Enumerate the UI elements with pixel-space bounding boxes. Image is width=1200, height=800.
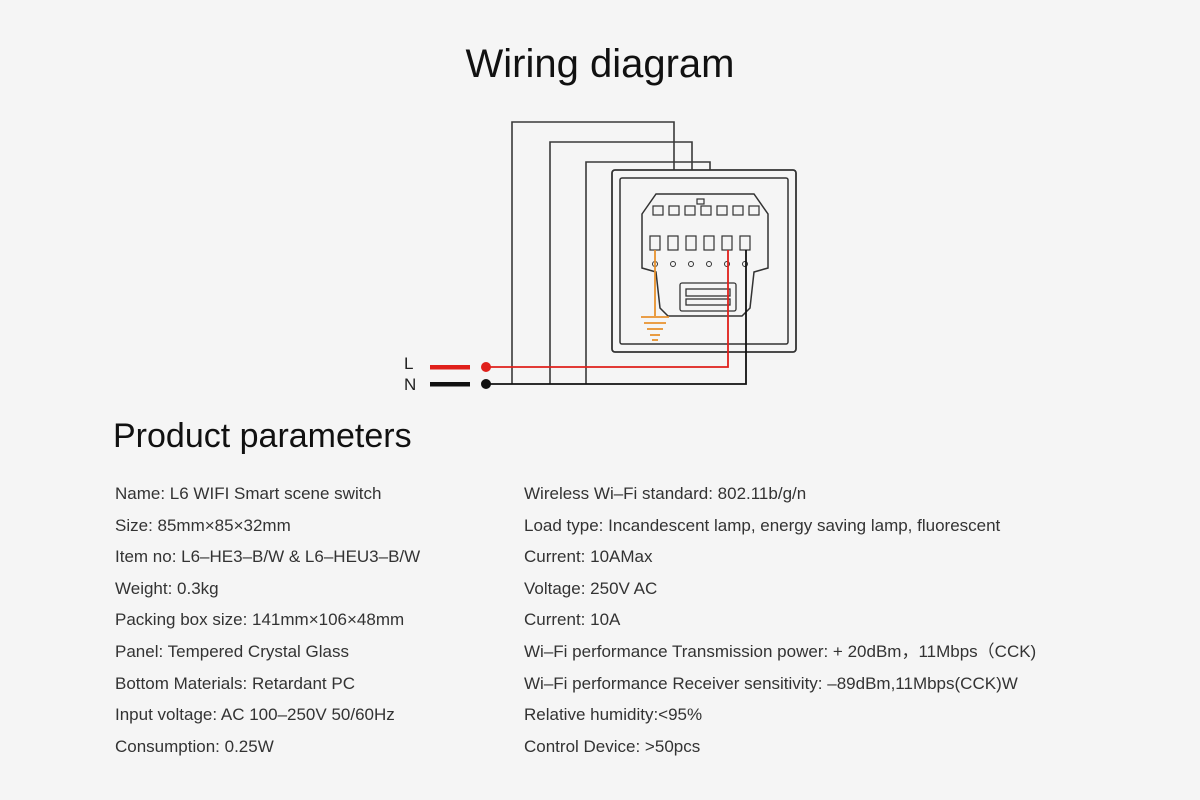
live-lead [430,365,470,370]
param-item: Wi–Fi performance Receiver sensitivity: … [524,673,1018,693]
line-label: L [404,354,414,373]
param-item: Relative humidity:<95% [524,705,703,725]
param-item: Name: L6 WIFI Smart scene switch [115,484,382,503]
connector-slot [685,288,731,297]
param-item: Control Device: >50pcs [524,736,701,756]
live-terminal-dot [481,362,491,372]
screw-slot [748,205,760,216]
terminal [667,235,679,251]
connector-slot [685,298,731,306]
screw-slot [716,205,728,216]
neutral-wire-path [486,250,747,385]
screw-slot [700,205,712,216]
terminal-dot [688,261,694,267]
param-item: Consumption: 0.25W [115,736,274,756]
param-item: Current: 10A [524,610,621,630]
params-right-list: Wireless Wi–Fi standard: 802.11b/g/n Loa… [524,480,1036,764]
neutral-lead [430,382,470,387]
neutral-wire [430,250,747,389]
terminal-dot [670,261,676,267]
live-wire-path [486,250,729,368]
params-left-list: Name: L6 WIFI Smart scene switch Size: 8… [115,480,420,764]
param-item: Wi–Fi performance Transmission power: + … [524,641,1037,661]
terminals [649,235,751,251]
neutral-label: N [404,375,417,394]
param-item: Input voltage: AC 100–250V 50/60Hz [115,705,395,725]
param-item: Weight: 0.3kg [115,578,219,598]
terminal-dot [706,261,712,267]
terminal [703,235,715,251]
screw-slot [652,205,664,216]
param-item: Wireless Wi–Fi standard: 802.11b/g/n [524,484,807,503]
terminal-dot [724,261,730,267]
screw-slots [652,198,760,216]
wiring-diagram [430,121,797,389]
terminal [739,235,751,251]
param-item: Packing box size: 141mm×106×48mm [115,610,405,630]
param-item: Panel: Tempered Crystal Glass [115,641,350,661]
terminal [685,235,697,251]
param-item: Current: 10AMax [524,547,653,567]
param-item: Load type: Incandescent lamp, energy sav… [524,515,1001,535]
neutral-terminal-dot [481,379,491,389]
switch-module [611,169,797,353]
terminal-dot [742,261,748,267]
connector [679,282,737,312]
screw-slot [732,205,744,216]
section-title: Product parameters [113,417,412,455]
param-item: Bottom Materials: Retardant PC [115,673,355,693]
earth-symbol [641,250,669,341]
terminal [649,235,661,251]
live-wire [430,250,729,372]
param-item: Item no: L6–HE3–B/W & L6–HEU3–B/W [115,547,421,567]
terminal [721,235,733,251]
param-item: Size: 85mm×85×32mm [115,515,291,535]
screw-slot [668,205,680,216]
screw-slot [684,205,696,216]
screw-tab [696,198,705,205]
param-item: Voltage: 250V AC [524,578,658,598]
diagram-title: Wiring diagram [465,42,735,86]
